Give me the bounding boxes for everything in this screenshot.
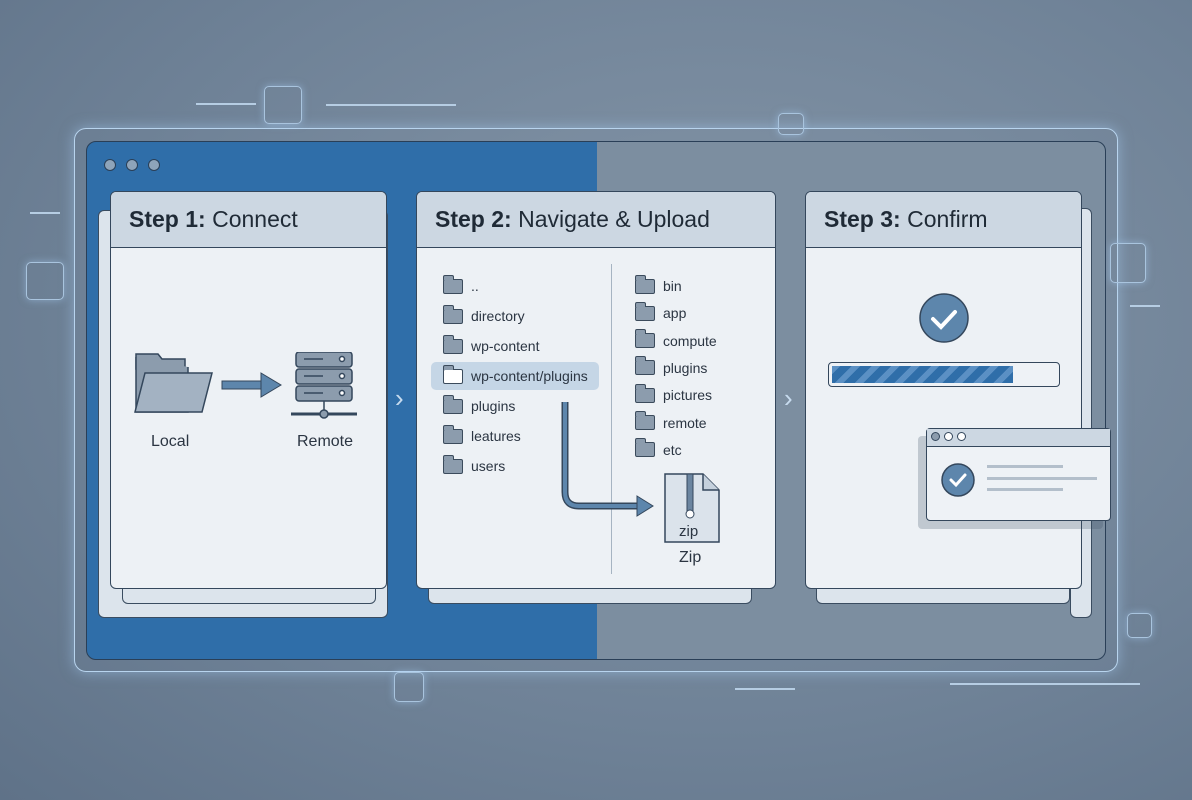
folder-name: wp-content (471, 338, 540, 354)
folder-item[interactable]: leatures (442, 424, 521, 444)
step-title: Confirm (907, 206, 988, 232)
glow-frame (74, 128, 1118, 672)
folder-icon (442, 454, 463, 474)
step-number: Step 1: (129, 206, 206, 232)
terminal-icon (264, 86, 302, 124)
folder-deco-icon (26, 262, 64, 300)
text-placeholder-line (987, 465, 1063, 468)
folder-name: pictures (663, 387, 713, 404)
folder-icon (634, 301, 655, 321)
folder-icon (442, 334, 463, 354)
chevron-right-icon: › (784, 383, 793, 413)
window-dot[interactable] (957, 432, 966, 441)
deco-line (326, 104, 456, 106)
step-title: Connect (212, 206, 298, 232)
folder-name: app (663, 305, 687, 322)
folder-icon (442, 274, 463, 294)
chevron-right-icon: › (395, 383, 404, 413)
step-2-header: Step 2: Navigate & Upload (417, 192, 775, 248)
folder-item[interactable]: pictures (634, 383, 713, 404)
zip-icon-text: zip (679, 523, 699, 540)
folder-item[interactable]: remote (634, 411, 707, 431)
folder-icon (442, 304, 463, 324)
folder-name: plugins (471, 398, 516, 414)
step-1-panel: Step 1: Connect Local Remote (110, 191, 387, 589)
close-deco-icon (1127, 613, 1152, 638)
folder-icon (442, 424, 463, 444)
window-dot[interactable] (104, 159, 116, 171)
move-arrow-icon (561, 402, 654, 517)
folder-icon (442, 364, 463, 384)
folder-item[interactable]: plugins (442, 394, 516, 414)
folder-icon (634, 383, 655, 403)
folder-item[interactable]: wp-content/plugins (442, 364, 588, 384)
folder-name: remote (663, 414, 707, 431)
remote-label: Remote (297, 433, 354, 450)
folder-item[interactable]: wp-content (442, 334, 540, 354)
deco-line (1130, 305, 1160, 307)
window-dot[interactable] (931, 432, 940, 441)
server-deco-icon (1110, 243, 1146, 283)
folder-name: users (471, 458, 506, 474)
arrow-right-icon (221, 372, 282, 398)
deco-line (30, 212, 60, 214)
folder-icon (634, 356, 655, 376)
folder-name: wp-content/plugins (471, 368, 588, 384)
deco-line (950, 683, 1140, 685)
window-dot[interactable] (126, 159, 138, 171)
folder-deco-icon (778, 113, 804, 135)
progress-fill (832, 366, 1014, 383)
local-folder-icon (134, 352, 357, 419)
deco-line (196, 103, 256, 105)
folder-name: directory (471, 308, 525, 324)
server-icon (291, 352, 357, 419)
folder-item[interactable]: app (634, 301, 687, 322)
check-circle-icon (919, 293, 969, 343)
zip-file-icon (664, 473, 720, 543)
folder-item[interactable]: etc (634, 438, 682, 458)
step-3-header: Step 3: Confirm (806, 192, 1081, 248)
folder-name: compute (663, 332, 717, 349)
local-label: Local (151, 433, 190, 450)
folder-icon (634, 411, 655, 430)
folder-name: etc (663, 441, 682, 458)
folder-icon (442, 394, 463, 414)
text-placeholder-line (987, 477, 1097, 480)
folder-item[interactable]: users (442, 454, 506, 474)
folder-name: .. (471, 278, 479, 294)
folder-item[interactable]: compute (634, 329, 717, 349)
step-3-panel: Step 3: Confirm (805, 191, 1082, 589)
window-dot[interactable] (148, 159, 160, 171)
zip-label: Zip (679, 549, 702, 566)
step-number: Step 2: (435, 206, 512, 232)
folder-name: bin (663, 278, 682, 294)
folder-icon (634, 274, 655, 294)
folder-icon (634, 329, 655, 349)
window-dot[interactable] (944, 432, 953, 441)
folder-item[interactable]: bin (634, 274, 682, 294)
step-1-header: Step 1: Connect (111, 192, 386, 248)
deco-line (735, 688, 795, 690)
folder-item[interactable]: plugins (634, 356, 708, 376)
column-divider (611, 264, 612, 574)
step-number: Step 3: (824, 206, 901, 232)
folder-name: plugins (663, 359, 708, 376)
folder-item[interactable]: .. (442, 274, 479, 294)
step-title: Navigate & Upload (518, 206, 710, 232)
code-file-icon (394, 672, 424, 702)
success-dialog (926, 428, 1111, 521)
upload-progress-bar (828, 362, 1060, 387)
check-circle-icon (941, 463, 975, 497)
text-placeholder-line (987, 488, 1063, 491)
folder-name: leatures (471, 428, 521, 444)
folder-icon (634, 438, 655, 458)
step-2-panel: Step 2: Navigate & Upload .. directory wp-… (416, 191, 776, 589)
folder-item[interactable]: directory (442, 304, 525, 324)
